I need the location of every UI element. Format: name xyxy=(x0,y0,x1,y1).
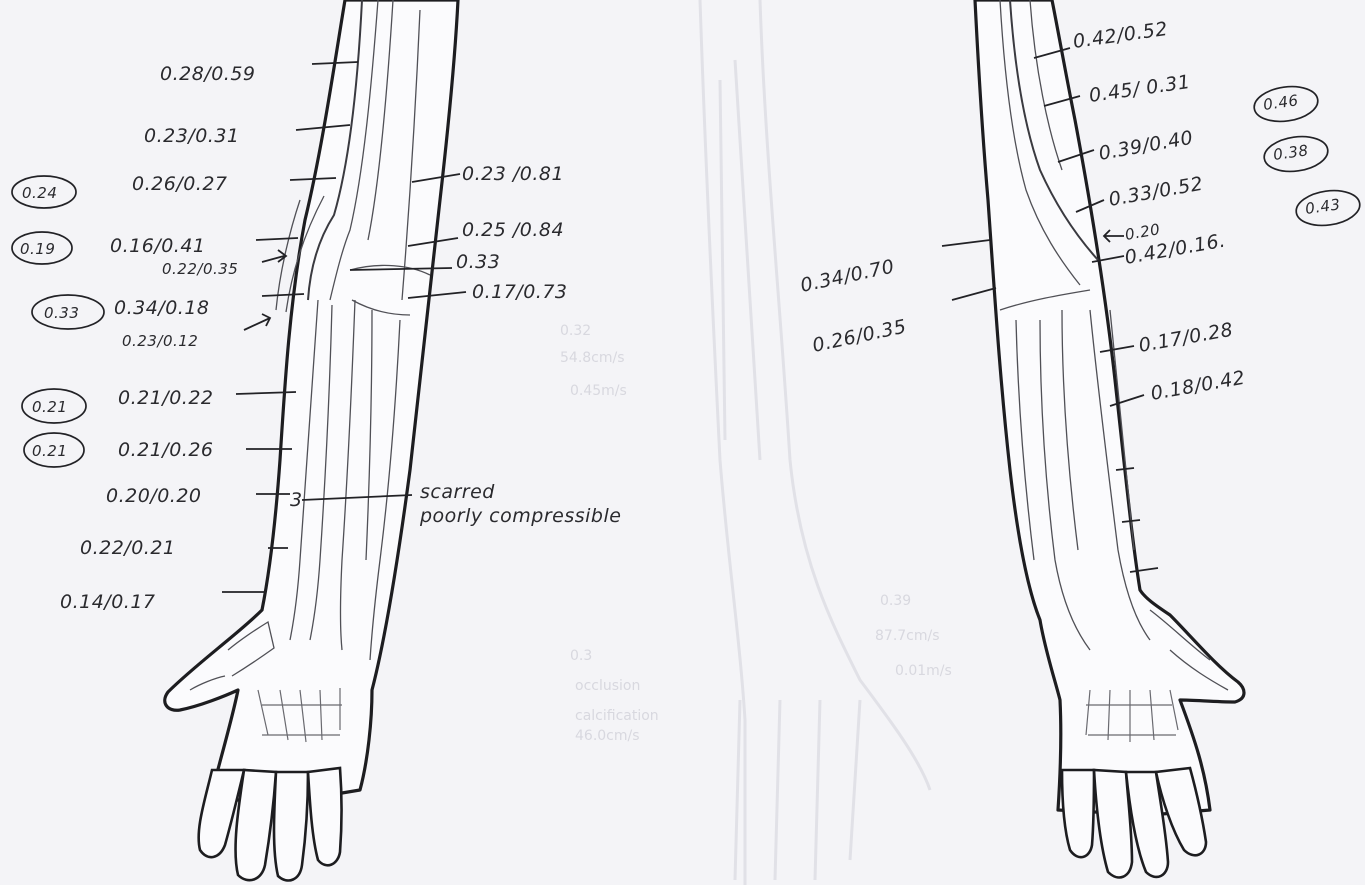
svg-text:calcification: calcification xyxy=(575,708,659,724)
circled-0-24: 0.24 xyxy=(22,184,57,202)
scar-note-line2: poorly compressible xyxy=(419,505,621,527)
label-0-42-0-52: 0.42/0.52 xyxy=(1072,18,1170,53)
circled-0-43: 0.43 xyxy=(1304,195,1342,218)
label-0-20: 0.20 xyxy=(1124,220,1162,244)
label-0-39-0-40: 0.39/0.40 xyxy=(1097,127,1195,165)
label-0-17-0-73: 0.17/0.73 xyxy=(472,281,568,303)
left-arm-circled-values: 0.24 0.19 0.33 0.21 0.21 xyxy=(12,176,104,467)
label-0-23-0-81: 0.23 /0.81 xyxy=(462,163,564,185)
right-arm-illustration xyxy=(975,0,1244,877)
svg-text:87.7cm/s: 87.7cm/s xyxy=(875,628,940,644)
svg-text:occlusion: occlusion xyxy=(575,678,640,694)
label-0-26-0-27: 0.26/0.27 xyxy=(132,173,228,195)
label-0-16-0-41: 0.16/0.41 xyxy=(110,235,206,257)
label-0-21-0-26: 0.21/0.26 xyxy=(118,439,214,461)
circled-0-21-a: 0.21 xyxy=(32,398,67,416)
svg-text:0.39: 0.39 xyxy=(880,593,911,609)
label-0-22-0-21: 0.22/0.21 xyxy=(80,537,176,559)
label-0-23-0-31: 0.23/0.31 xyxy=(144,125,240,147)
label-0-21-0-22: 0.21/0.22 xyxy=(118,387,214,409)
circled-0-38: 0.38 xyxy=(1272,141,1310,164)
label-0-20-0-20: 0.20/0.20 xyxy=(106,485,202,507)
label-0-18-0-42: 0.18/0.42 xyxy=(1149,367,1247,405)
label-0-33-0-52: 0.33/0.52 xyxy=(1107,173,1205,211)
circled-0-33: 0.33 xyxy=(44,304,79,322)
label-0-34-0-18: 0.34/0.18 xyxy=(114,297,210,319)
circled-0-46: 0.46 xyxy=(1262,91,1300,114)
svg-text:0.32: 0.32 xyxy=(560,323,591,339)
label-0-33: 0.33 xyxy=(456,251,500,273)
ghost-arm-bleed-through: 0.32 54.8cm/s 0.45m/s 0.39 87.7cm/s 0.01… xyxy=(560,0,952,885)
scar-note-line1: scarred xyxy=(420,481,495,503)
label-0-14-0-17: 0.14/0.17 xyxy=(60,591,156,613)
right-arm-circled-values: 0.46 0.38 0.43 xyxy=(1252,83,1362,230)
label-0-45-0-31: 0.45/ 0.31 xyxy=(1088,71,1192,107)
scar-mark: 3 xyxy=(290,489,303,511)
svg-text:0.01m/s: 0.01m/s xyxy=(895,663,952,679)
svg-text:0.3: 0.3 xyxy=(570,648,592,664)
label-0-22-0-35: 0.22/0.35 xyxy=(162,260,238,278)
label-0-23-0-12: 0.23/0.12 xyxy=(122,332,198,350)
svg-text:0.45m/s: 0.45m/s xyxy=(570,383,627,399)
label-0-26-0-35: 0.26/0.35 xyxy=(810,316,908,357)
circled-0-19: 0.19 xyxy=(20,240,55,258)
svg-text:54.8cm/s: 54.8cm/s xyxy=(560,350,625,366)
label-0-25-0-84: 0.25 /0.84 xyxy=(462,219,564,241)
label-0-17-0-28: 0.17/0.28 xyxy=(1137,319,1235,357)
label-0-28-0-59: 0.28/0.59 xyxy=(160,63,256,85)
circled-0-21-b: 0.21 xyxy=(32,442,67,460)
label-0-34-0-70: 0.34/0.70 xyxy=(798,256,896,297)
svg-text:46.0cm/s: 46.0cm/s xyxy=(575,728,640,744)
